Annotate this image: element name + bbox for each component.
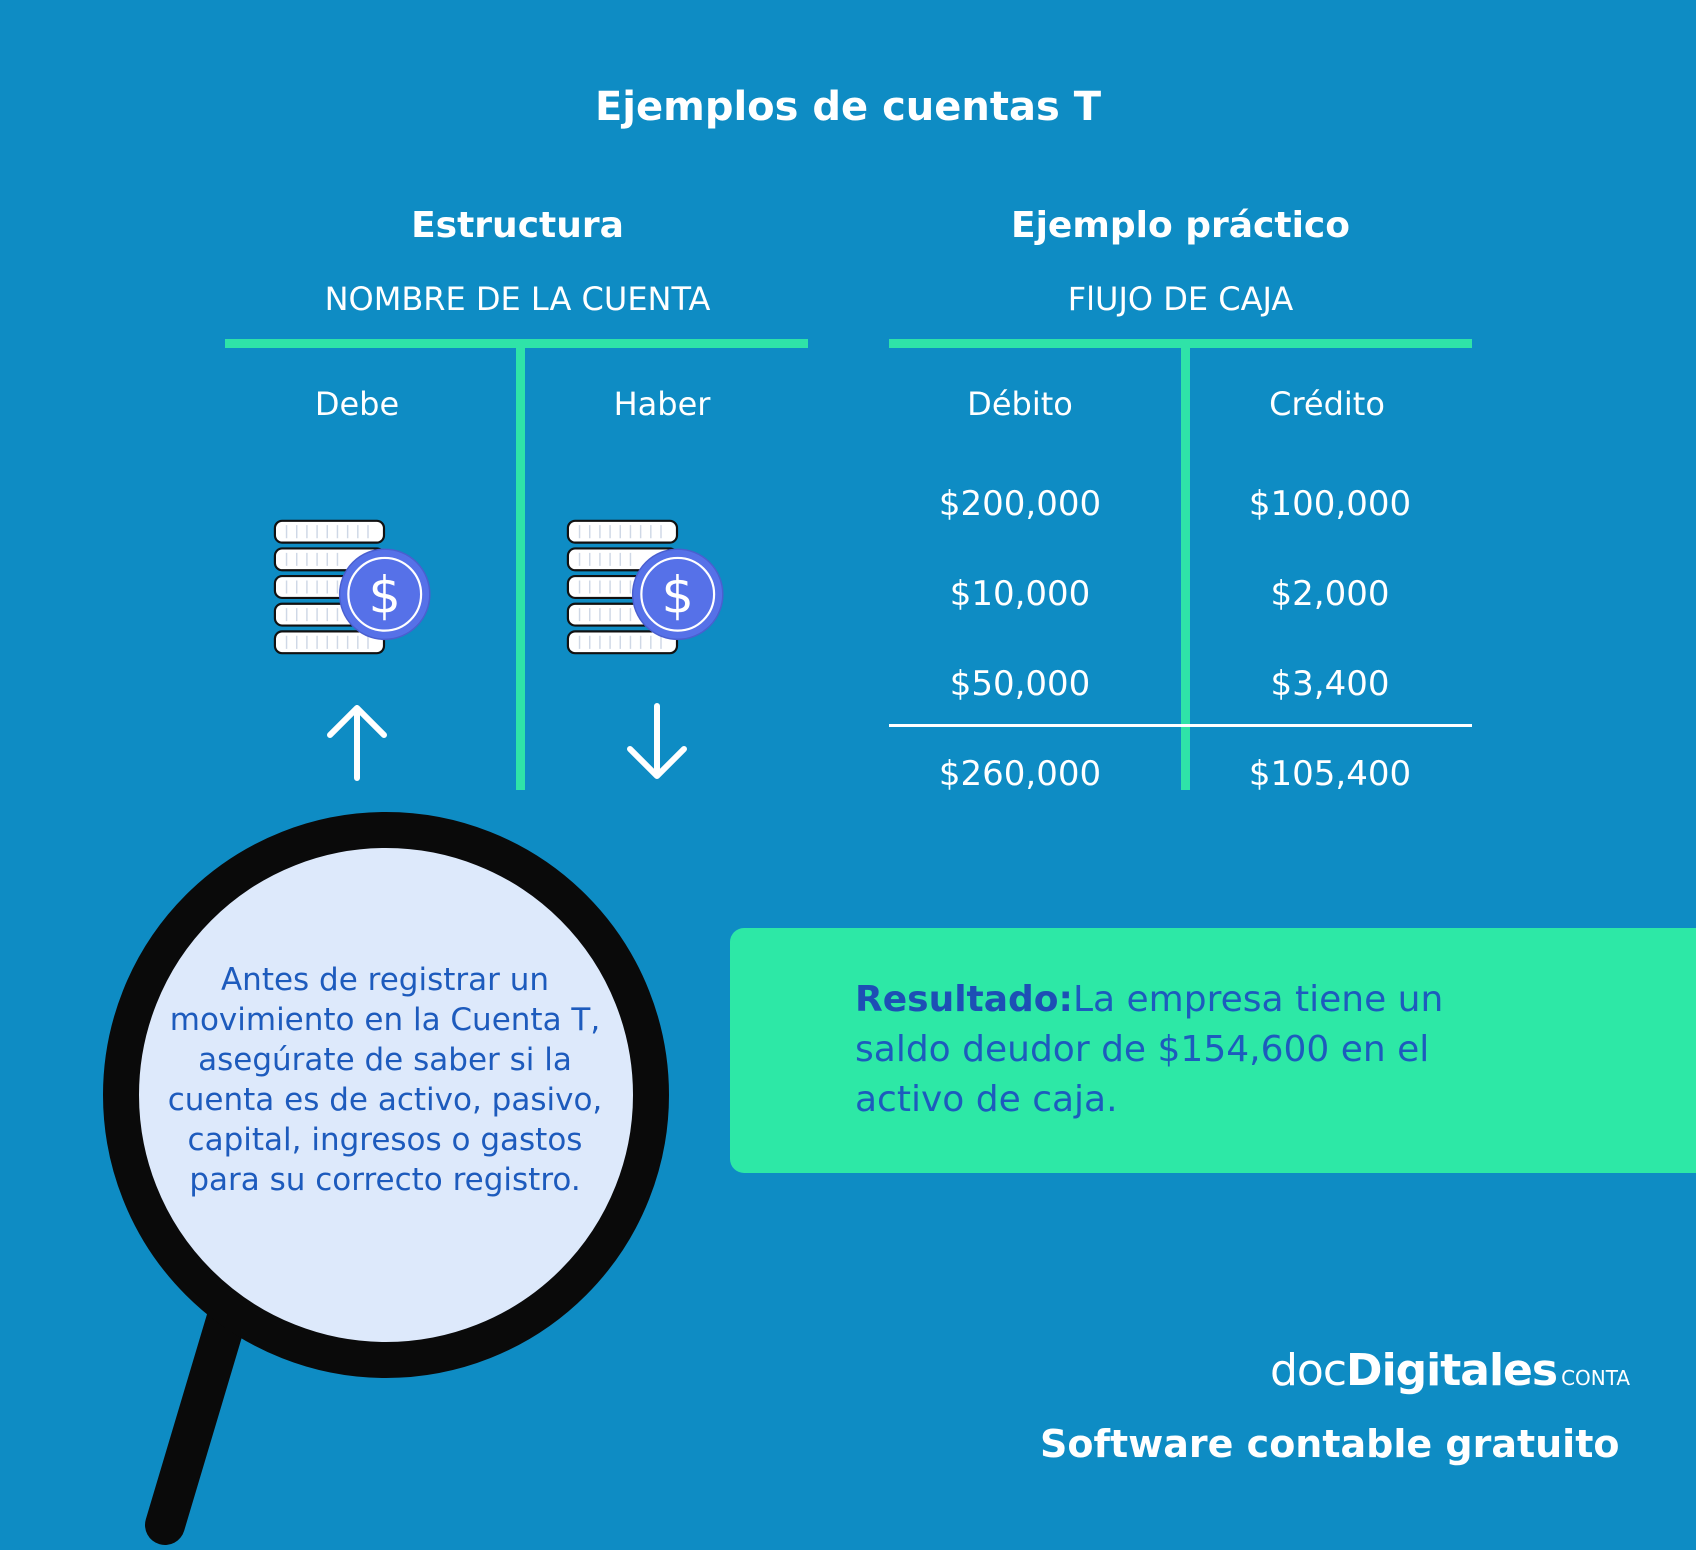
ejemplo-account-name: FlUJO DE CAJA [1067, 280, 1294, 318]
credit-value: $100,000 [1248, 484, 1412, 524]
arrow-up-icon [327, 705, 387, 781]
brand-tagline: Software contable gratuito [1040, 1422, 1620, 1466]
result-body: La empresa tiene un saldo deudor de $154… [855, 979, 1444, 1120]
svg-text:$: $ [662, 566, 694, 625]
estructura-heading: Estructura [411, 205, 624, 246]
result-text: Resultado:La empresa tiene un saldo deud… [855, 975, 1545, 1125]
page-title: Ejemplos de cuentas T [594, 84, 1101, 130]
lens-tip-text: Antes de registrar un movimiento en la C… [167, 962, 603, 1198]
svg-text:$: $ [369, 566, 401, 625]
ejemplo-credit-column-label: Crédito [1269, 385, 1385, 423]
credit-value: $3,400 [1270, 664, 1390, 704]
logo-digitales: Digitales [1346, 1345, 1558, 1396]
ejemplo-t-vertical-bar [1181, 348, 1190, 790]
ejemplo-debit-column-label: Débito [967, 385, 1073, 423]
credit-total: $105,400 [1248, 754, 1412, 794]
debit-total: $260,000 [938, 754, 1102, 794]
arrow-down-icon [627, 703, 687, 779]
logo-doc: doc [1270, 1345, 1347, 1396]
result-label: Resultado: [855, 979, 1073, 1020]
debit-value: $200,000 [938, 484, 1102, 524]
debit-value: $10,000 [949, 574, 1091, 614]
result-box [730, 928, 1696, 1173]
ejemplo-heading: Ejemplo práctico [1010, 205, 1350, 246]
total-divider-line [889, 724, 1472, 727]
logo-conta: CONTA [1561, 1366, 1631, 1390]
debit-value: $50,000 [949, 664, 1091, 704]
estructura-t-top-bar [225, 339, 808, 348]
magnifying-glass-icon [103, 812, 669, 1545]
estructura-t-vertical-bar [516, 348, 525, 790]
coin-stack-dollar-icon: $ [566, 519, 724, 655]
credit-value: $2,000 [1270, 574, 1390, 614]
ejemplo-t-top-bar [889, 339, 1472, 348]
estructura-account-name: NOMBRE DE LA CUENTA [324, 280, 711, 318]
estructura-right-column-label: Haber [613, 385, 711, 423]
estructura-left-column-label: Debe [314, 385, 400, 423]
coin-stack-dollar-icon: $ [273, 519, 431, 655]
